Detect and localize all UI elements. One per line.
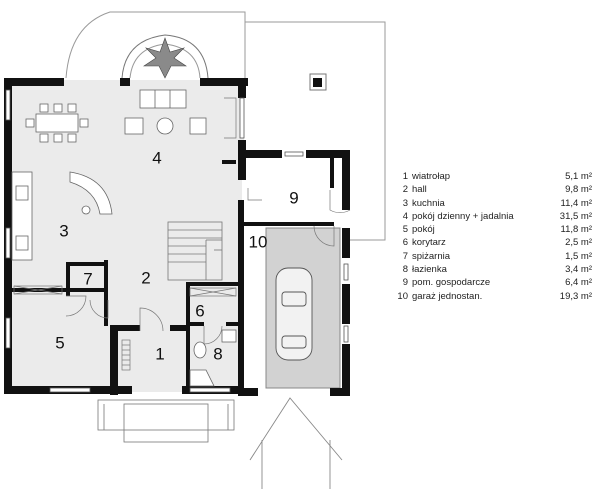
legend-room-name: spiżarnia (412, 250, 451, 262)
legend-row: 10 garaż jednostan. 19,3 m² (396, 290, 592, 303)
room-label-3: 3 (59, 222, 68, 241)
legend-row: 2 hall 9,8 m² (396, 183, 592, 196)
terrace-outline (65, 11, 246, 79)
room-label-8: 8 (213, 345, 222, 364)
legend-row: 4 pokój dzienny + jadalnia 31,5 m² (396, 210, 592, 223)
legend-room-area: 11,4 m² (560, 197, 592, 209)
legend-room-area: 9,8 m² (565, 184, 592, 196)
legend-room-area: 31,5 m² (559, 210, 592, 222)
legend-row: 5 pokój 11,8 m² (396, 223, 592, 236)
windows (5, 89, 349, 393)
legend-row: 1 wiatrołap 5,1 m² (396, 170, 592, 183)
room-label-2: 2 (141, 269, 150, 288)
room-label-7: 7 (83, 270, 92, 289)
staircase (167, 221, 223, 281)
legend-room-name: wiatrołap (412, 171, 451, 182)
living-furniture (124, 89, 207, 135)
legend-room-area: 11,8 m² (560, 224, 592, 236)
legend-room-area: 1,5 m² (565, 250, 592, 262)
legend-row: 7 spiżarnia 1,5 m² (396, 250, 592, 263)
legend-room-name: pom. gospodarcze (412, 277, 491, 289)
entrance-porch (97, 399, 235, 443)
legend-number: 9 (402, 277, 408, 289)
room-label-10: 10 (249, 233, 268, 252)
doors (65, 97, 351, 345)
room-label-1: 1 (155, 345, 164, 364)
room-label-9: 9 (289, 189, 298, 208)
legend-room-area: 19,3 m² (559, 290, 592, 302)
dining-table (25, 103, 89, 143)
legend-row: 9 pom. gospodarcze 6,4 m² (396, 276, 592, 289)
legend-room-name: hall (412, 184, 427, 196)
legend-room-name: korytarz (412, 237, 446, 249)
room-label-4: 4 (152, 149, 161, 168)
legend-number: 7 (402, 250, 408, 262)
legend-number: 6 (402, 237, 408, 249)
bathroom-fixtures (189, 329, 237, 387)
legend-row: 6 korytarz 2,5 m² (396, 236, 592, 249)
legend-number: 8 (402, 264, 408, 276)
legend-room-area: 5,1 m² (565, 171, 592, 182)
legend-row: 3 kuchnia 11,4 m² (396, 197, 592, 210)
legend-room-area: 2,5 m² (565, 237, 592, 249)
legend-room-name: garaż jednostan. (412, 290, 483, 302)
floor-plan: 1 2 3 4 5 6 7 8 9 10 (4, 11, 386, 489)
legend-room-name: łazienka (412, 264, 447, 276)
fireplace-icon (143, 37, 187, 79)
legend-number: 5 (402, 224, 408, 236)
kitchen-counter (11, 171, 113, 261)
legend-number: 3 (402, 197, 408, 209)
car-icon (275, 267, 313, 361)
legend-room-name: pokój (412, 224, 435, 236)
legend-row: 8 łazienka 3,4 m² (396, 263, 592, 276)
driveway (249, 397, 343, 489)
legend-room-area: 3,4 m² (565, 264, 592, 276)
room-area-legend: 1 wiatrołap 5,1 m² 2 hall 9,8 m² 3 kuchnia 11,… (396, 170, 592, 303)
legend-room-area: 6,4 m² (565, 277, 592, 289)
legend-room-name: kuchnia (412, 197, 445, 209)
legend-room-name: pokój dzienny + jadalnia (412, 210, 514, 222)
legend-number: 10 (397, 290, 408, 302)
legend-number: 2 (402, 184, 408, 196)
legend-number: 1 (402, 171, 408, 182)
legend-number: 4 (402, 210, 408, 222)
room-label-5: 5 (55, 334, 64, 353)
room-label-6: 6 (195, 302, 204, 321)
closet-hatch (13, 285, 237, 371)
